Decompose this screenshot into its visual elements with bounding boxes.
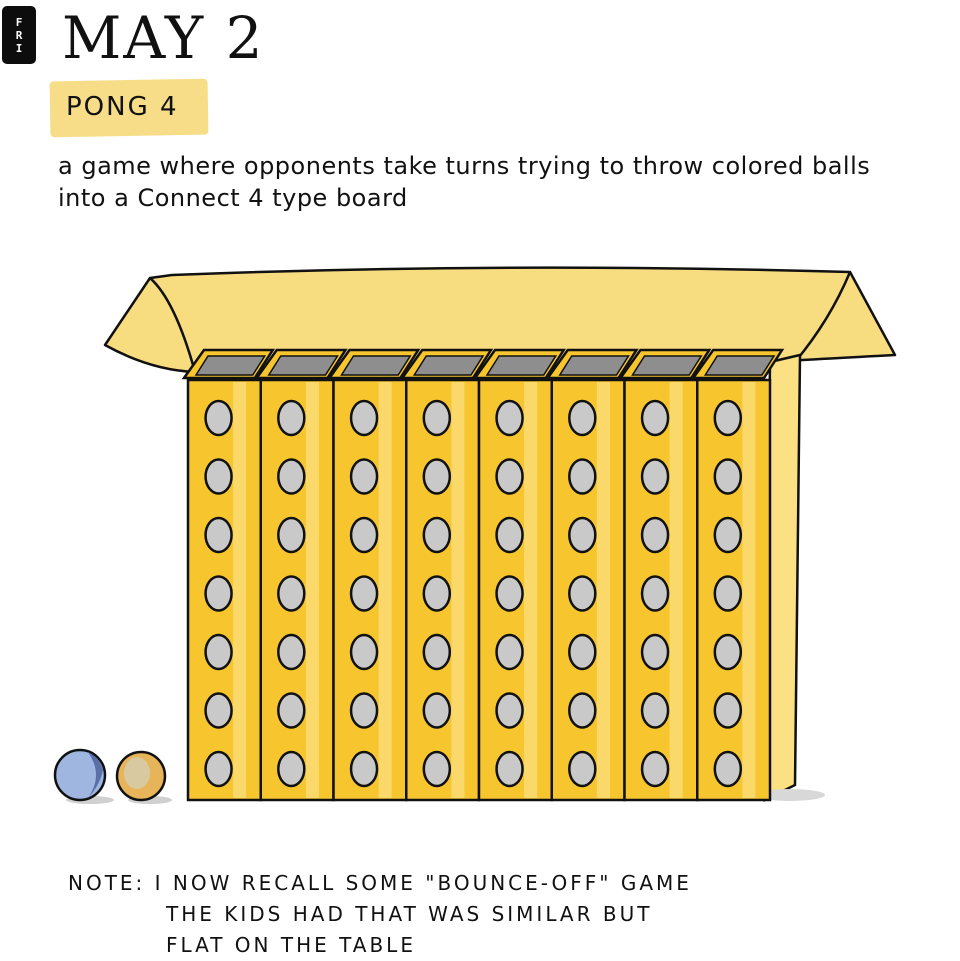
board-hole (422, 516, 452, 554)
board-hole (640, 575, 670, 612)
board-hole (277, 458, 306, 495)
board-hole (640, 458, 670, 495)
board-hole (713, 516, 743, 554)
subtitle: PONG 4 (66, 92, 179, 122)
board-hole (422, 399, 452, 437)
board-hole (277, 692, 306, 729)
board-hole (713, 399, 743, 437)
board-hole (640, 692, 670, 729)
board-hole (422, 692, 452, 729)
description: a game where opponents take turns trying… (58, 150, 870, 214)
board-column (472, 348, 567, 802)
board-hole (568, 516, 597, 554)
board-hole (713, 750, 743, 788)
board-column (545, 348, 639, 802)
board-hole (349, 399, 379, 437)
board-hole (713, 692, 743, 729)
day-badge: F R I (2, 6, 36, 64)
board-hole (495, 399, 524, 437)
board-hole (568, 633, 597, 671)
slot-opening (267, 355, 339, 376)
slot-opening (340, 355, 412, 376)
slot-opening (194, 355, 267, 376)
board-hole (495, 575, 524, 612)
note-line: THE KIDS HAD THAT WAS SIMILAR BUT (166, 902, 653, 926)
board-hole (349, 575, 379, 612)
board-hole (277, 516, 306, 554)
board-hole (204, 575, 233, 612)
board-hole (713, 575, 743, 612)
board-hole (277, 633, 306, 671)
board-hole (495, 692, 524, 729)
board-hole (204, 633, 233, 671)
board-hole (495, 458, 524, 495)
board-hole (277, 750, 306, 788)
note-line: FLAT ON THE TABLE (166, 933, 416, 957)
board-column (254, 348, 348, 802)
board-hole (349, 516, 379, 554)
board-hole (204, 692, 233, 729)
slot-opening (558, 355, 630, 376)
board-hole (277, 575, 306, 612)
board-hole (640, 516, 670, 554)
description-line: into a Connect 4 type board (58, 184, 408, 212)
board-hole (640, 750, 670, 788)
board-hole (568, 692, 597, 729)
day-letter: R (15, 28, 23, 42)
slot-opening (412, 355, 485, 376)
board-hole (495, 516, 524, 554)
board-hole (640, 399, 670, 437)
board-hole (204, 458, 233, 495)
note: NOTE: I NOW RECALL SOME "BOUNCE-OFF" GAM… (68, 868, 692, 961)
orange-ball-highlight (124, 757, 150, 789)
day-letter: I (15, 41, 23, 55)
box-lid (103, 266, 897, 374)
board-hole (640, 633, 670, 671)
board-hole (422, 633, 452, 671)
board-hole (422, 575, 452, 612)
slot-opening (631, 355, 703, 376)
board-hole (349, 458, 379, 495)
board-column (690, 348, 785, 802)
day-letter: F (15, 15, 23, 29)
board-hole (204, 399, 233, 437)
board-hole (349, 750, 379, 788)
board-column (399, 348, 494, 802)
board-hole (349, 692, 379, 729)
board-hole (277, 399, 306, 437)
note-line: NOTE: I NOW RECALL SOME "BOUNCE-OFF" GAM… (68, 871, 692, 895)
board-hole (495, 633, 524, 671)
board-column (618, 348, 712, 802)
board-column (327, 348, 421, 802)
board-hole (204, 516, 233, 554)
board-hole (349, 633, 379, 671)
board-hole (568, 575, 597, 612)
board-hole (568, 750, 597, 788)
board-hole (422, 458, 452, 495)
slot-opening (485, 355, 558, 376)
board-hole (568, 458, 597, 495)
blue-ball (53, 748, 107, 802)
page-title: MAY 2 (62, 4, 265, 72)
description-line: a game where opponents take turns trying… (58, 152, 871, 180)
blue-ball-shade (88, 752, 103, 798)
board-hole (568, 399, 597, 437)
board-column (181, 348, 276, 802)
slot-opening (703, 355, 776, 376)
board-hole (713, 458, 743, 495)
board-hole (204, 750, 233, 788)
board-hole (422, 750, 452, 788)
board-shadow (755, 789, 825, 801)
board-hole (713, 633, 743, 671)
board-hole (495, 750, 524, 788)
